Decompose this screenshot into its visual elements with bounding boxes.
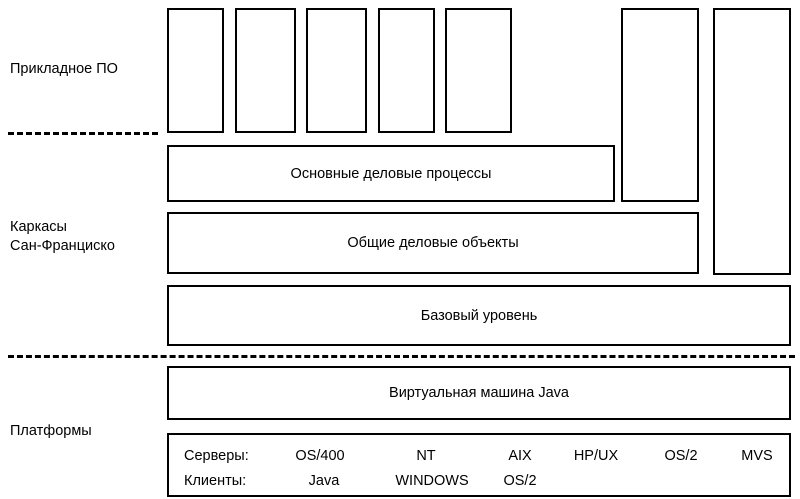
separator-frameworks-platforms — [8, 355, 795, 358]
app-box-3[interactable] — [306, 8, 367, 133]
tier-label-application-software: Прикладное ПО — [10, 61, 118, 77]
framework-layer-common-business-objects[interactable]: Общие деловые объекты — [167, 212, 699, 274]
app-box-2[interactable] — [235, 8, 296, 133]
app-box-7[interactable] — [713, 8, 791, 275]
app-box-1[interactable] — [167, 8, 224, 133]
platform-layer-java-virtual-machine[interactable]: Виртуальная машина Java — [167, 366, 791, 420]
tier-label-san-francisco-frameworks: Каркасы Сан-Франциско — [10, 219, 115, 254]
platform-table-row-clients-lead: Клиенты: — [184, 473, 247, 489]
framework-layer-core-business-processes-label: Основные деловые процессы — [290, 165, 492, 182]
separator-application-frameworks — [8, 132, 158, 135]
platform-layer-java-virtual-machine-label: Виртуальная машина Java — [389, 385, 569, 401]
platform-table-row-clients-cell-2: OS/2 — [503, 473, 537, 489]
framework-layer-core-business-processes[interactable]: Основные деловые процессы — [167, 145, 615, 202]
framework-layer-common-business-objects-label: Общие деловые объекты — [347, 235, 519, 251]
app-box-6[interactable] — [621, 8, 699, 202]
platform-table-row-servers-cell-4: OS/2 — [664, 448, 698, 464]
platform-table-row-servers-cell-2: AIX — [508, 448, 532, 464]
tier-label-platforms: Платформы — [10, 423, 92, 439]
app-box-4[interactable] — [378, 8, 435, 133]
platform-table-row-servers-lead: Серверы: — [184, 448, 249, 464]
platform-table-row-clients-cell-1: WINDOWS — [395, 473, 469, 489]
app-box-5[interactable] — [445, 8, 512, 133]
framework-layer-foundation[interactable]: Базовый уровень — [167, 285, 791, 346]
platform-table-row-servers-cell-5: MVS — [741, 448, 773, 464]
platform-table: Серверы: OS/400 NT AIX HP/UX OS/2 MVS Кл… — [167, 433, 791, 497]
framework-layer-foundation-label: Базовый уровень — [420, 307, 538, 324]
platform-table-row-servers-cell-0: OS/400 — [295, 448, 345, 464]
platform-table-row-clients-cell-0: Java — [308, 473, 340, 489]
platform-table-row-servers-cell-1: NT — [416, 448, 436, 464]
platform-table-row-servers-cell-3: HP/UX — [573, 448, 619, 464]
